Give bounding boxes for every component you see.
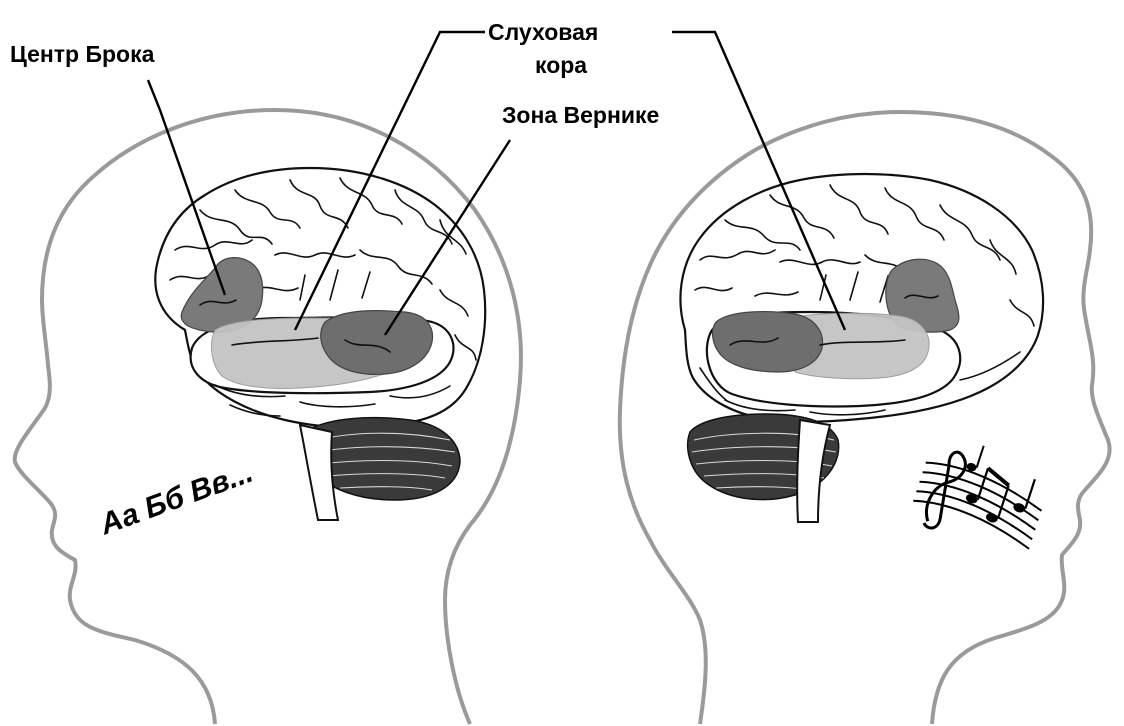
- speech-letters: Аа Бб Вв...: [95, 456, 258, 542]
- left-brain: [155, 168, 485, 520]
- left-brainstem: [300, 425, 338, 520]
- label-broca-center: Центр Брока: [10, 41, 155, 67]
- left-wernicke-area: [321, 311, 433, 375]
- label-wernicke-area: Зона Вернике: [502, 102, 659, 128]
- label-auditory-cortex-line1: Слуховая: [488, 19, 598, 45]
- speech-text: Аа Бб Вв...: [95, 456, 258, 542]
- music-notes-icon: [907, 430, 1055, 559]
- label-auditory-cortex-line2: кора: [535, 52, 587, 78]
